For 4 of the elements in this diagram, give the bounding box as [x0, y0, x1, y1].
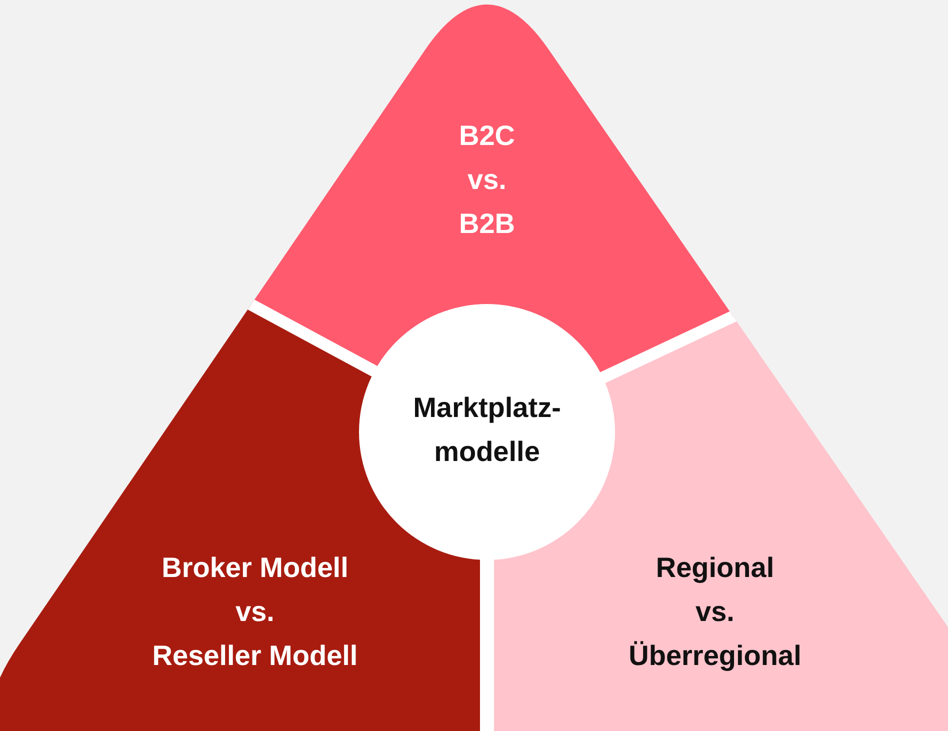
segment-label: Broker Modell vs. Reseller Modell — [152, 551, 358, 673]
segment-label: Regional vs. Überregional — [628, 551, 802, 673]
segment-label: B2C vs. B2B — [458, 119, 515, 241]
segment-label: Marktplatz- modelle — [413, 391, 561, 469]
